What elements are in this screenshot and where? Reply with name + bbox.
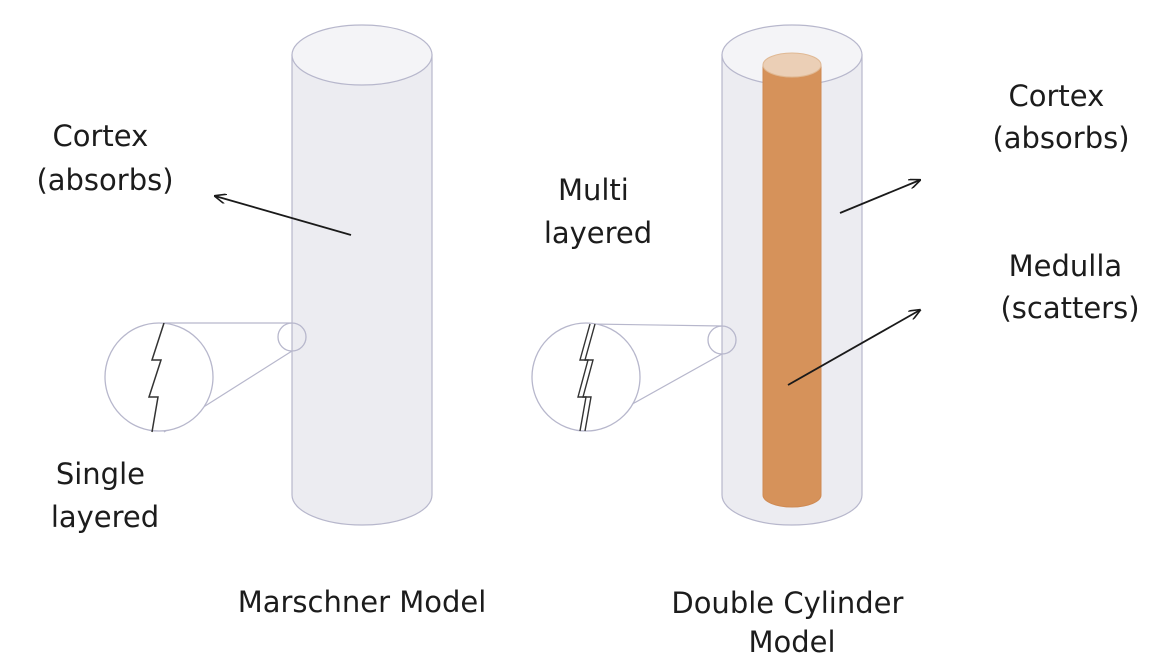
marschner-cylinder-body — [291, 54, 433, 526]
marschner-caption: Marschner Model — [238, 585, 487, 619]
multi-layer-zigzag-outer — [577, 323, 591, 432]
marschner-cortex-arrow — [215, 196, 352, 236]
medulla-label: Medulla (scatters) — [1000, 249, 1139, 325]
multi-layer-zigzag-inner — [582, 323, 596, 432]
marschner-magnified-circle — [104, 322, 214, 432]
single-layered-label: Single layered — [51, 457, 159, 534]
double-cortex-label: Cortex (absorbs) — [992, 79, 1129, 155]
marschner-cylinder — [291, 24, 433, 526]
multi-layered-label: Multi layered — [544, 173, 652, 250]
medulla-arrow — [787, 310, 920, 386]
double-magnified-circle — [531, 322, 641, 432]
medulla-cylinder-top — [762, 52, 822, 78]
double-zoom-line-top — [589, 323, 723, 327]
double-cortex-arrow — [839, 180, 920, 214]
marschner-cylinder-top — [291, 24, 433, 86]
single-layer-zigzag — [147, 322, 165, 433]
marschner-zoom-callout — [104, 322, 307, 433]
double-zoom-callout — [531, 322, 737, 432]
medulla-cylinder-body — [762, 64, 822, 508]
double-cylinder — [721, 24, 863, 526]
marschner-cortex-label: Cortex (absorbs) — [36, 119, 173, 197]
double-cylinder-caption: Double Cylinder Model — [671, 586, 912, 659]
